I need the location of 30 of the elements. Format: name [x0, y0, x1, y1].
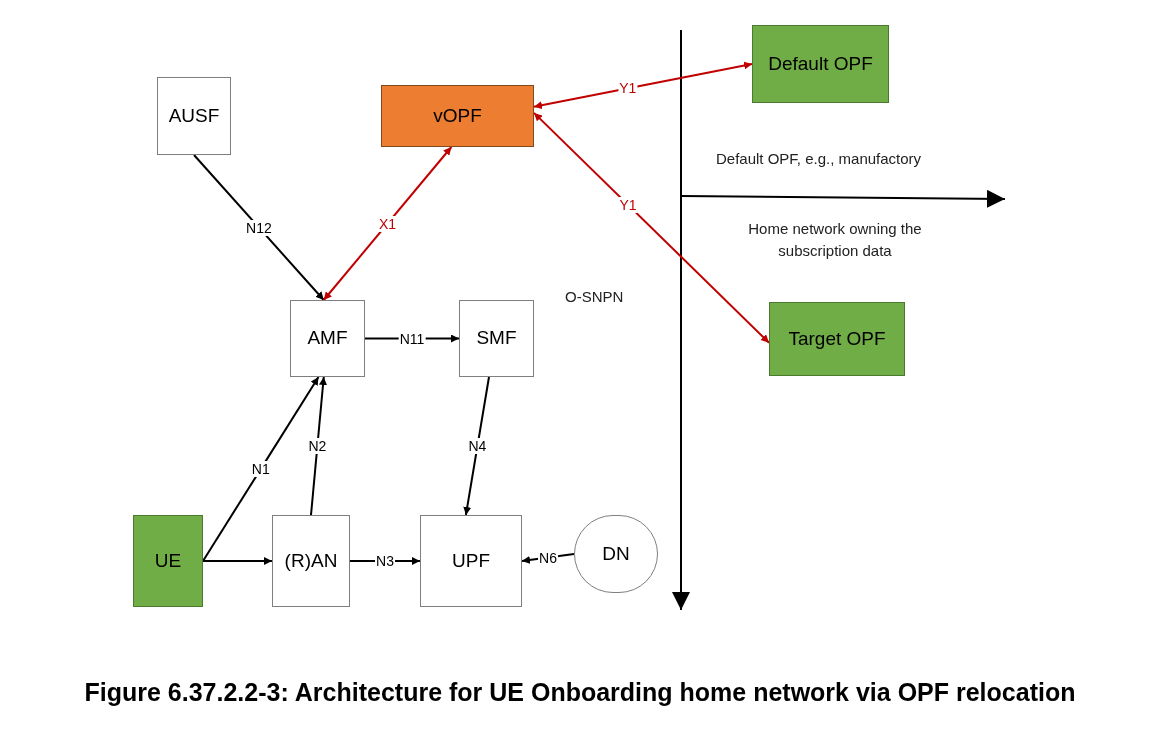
arrow — [463, 376, 490, 516]
edge-label: X1 — [378, 215, 398, 232]
arrow — [193, 154, 325, 301]
network-function-box: AUSF — [157, 77, 231, 155]
arrow — [202, 557, 273, 565]
arrow — [202, 376, 320, 562]
network-function-box: vOPF — [381, 85, 534, 147]
edge-label: N12 — [245, 219, 273, 236]
edge-label: N4 — [467, 438, 488, 454]
annotation-text: Home network owning the subscription data — [747, 219, 923, 261]
network-function-box: Target OPF — [769, 302, 905, 376]
network-function-box: UE — [133, 515, 203, 607]
arrow — [533, 111, 770, 344]
network-function-box: AMF — [290, 300, 365, 377]
edge-label: N2 — [307, 438, 328, 454]
annotation-text: O-SNPN — [565, 287, 625, 307]
network-function-box: DN — [574, 515, 658, 593]
figure-caption: Figure 6.37.2.2-3: Architecture for UE Onboarding home network via OPF relocation — [83, 677, 1077, 708]
network-function-box: UPF — [420, 515, 522, 607]
annotation-text: Default OPF, e.g., manufactory — [716, 149, 923, 169]
edge-label: N3 — [375, 553, 395, 569]
arrow — [310, 376, 327, 516]
edge-label: Y1 — [618, 196, 638, 213]
arrow — [322, 146, 453, 301]
arrow — [349, 557, 421, 565]
edge-label: N1 — [250, 461, 271, 477]
arrow — [533, 61, 753, 110]
network-function-box: SMF — [459, 300, 534, 377]
network-function-box: Default OPF — [752, 25, 889, 103]
network-function-box: (R)AN — [272, 515, 350, 607]
